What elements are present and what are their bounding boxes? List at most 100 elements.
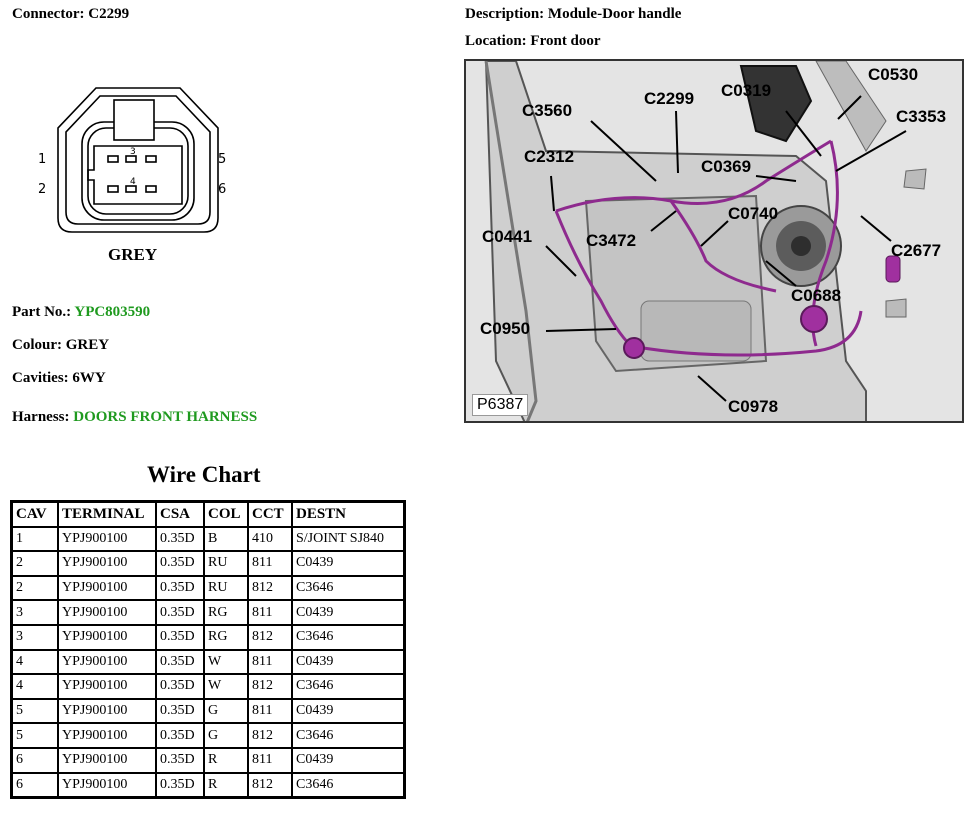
header-col: COL — [203, 500, 249, 528]
callout-c0530: C0530 — [868, 65, 919, 84]
pin-label-6: 6 — [218, 182, 226, 197]
cell-cct: 811 — [247, 697, 293, 725]
cell-terminal: YPJ900100 — [57, 722, 157, 749]
callout-c2299: C2299 — [644, 89, 695, 108]
header-cct: CCT — [247, 500, 293, 528]
location-value: Front door — [530, 33, 601, 49]
pin-label-5: 5 — [218, 152, 226, 167]
harness-link[interactable]: DOORS FRONT HARNESS — [73, 409, 258, 425]
header-destn: DESTN — [291, 500, 406, 528]
cell-col: RU — [203, 550, 249, 577]
cell-col: G — [203, 722, 249, 749]
connector-label: Connector: — [12, 6, 85, 22]
cell-col: RU — [203, 574, 249, 602]
cell-destn: C3646 — [291, 771, 406, 799]
cell-col: R — [203, 746, 249, 774]
cell-csa: 0.35D — [155, 599, 205, 626]
header-terminal: TERMINAL — [57, 500, 157, 528]
connector-value: C2299 — [88, 6, 130, 22]
cell-terminal: YPJ900100 — [57, 623, 157, 651]
connector-field: Connector: C2299 — [12, 6, 129, 23]
cell-csa: 0.35D — [155, 648, 205, 676]
callout-c0441: C0441 — [482, 227, 533, 246]
cell-terminal: YPJ900100 — [57, 550, 157, 577]
cell-destn: C3646 — [291, 673, 406, 700]
cell-csa: 0.35D — [155, 550, 205, 577]
cell-cav: 3 — [10, 599, 59, 626]
cell-destn: C0439 — [291, 599, 406, 626]
cell-cav: 2 — [10, 574, 59, 602]
cell-terminal: YPJ900100 — [57, 648, 157, 676]
cell-terminal: YPJ900100 — [57, 697, 157, 725]
cell-terminal: YPJ900100 — [57, 574, 157, 602]
colour-field: Colour: GREY — [12, 337, 109, 354]
cell-col: R — [203, 771, 249, 799]
cell-cav: 5 — [10, 697, 59, 725]
cell-csa: 0.35D — [155, 722, 205, 749]
description-value: Module-Door handle — [547, 6, 682, 22]
cell-destn: C0439 — [291, 648, 406, 676]
part-no-link[interactable]: YPC803590 — [74, 304, 151, 320]
location-label: Location: — [465, 33, 527, 49]
diagram-colour-text: GREY — [108, 245, 157, 264]
callout-c2677: C2677 — [891, 241, 942, 260]
connector-face-diagram: 1 2 3 4 5 6 GREY — [38, 87, 226, 264]
cell-cct: 811 — [247, 550, 293, 577]
harness-label: Harness: — [12, 409, 70, 425]
cell-terminal: YPJ900100 — [57, 673, 157, 700]
callout-c3472: C3472 — [586, 231, 637, 250]
cell-terminal: YPJ900100 — [57, 525, 157, 553]
cell-cav: 2 — [10, 550, 59, 577]
cell-cav: 4 — [10, 673, 59, 700]
cell-col: B — [203, 525, 249, 553]
cavities-field: Cavities: 6WY — [12, 370, 106, 387]
cavities-value: 6WY — [72, 370, 106, 386]
pin-label-3: 3 — [130, 147, 136, 157]
cell-csa: 0.35D — [155, 771, 205, 799]
header-cav: CAV — [10, 500, 59, 528]
cavities-label: Cavities: — [12, 370, 69, 386]
location-field: Location: Front door — [465, 33, 601, 50]
callout-c3560: C3560 — [522, 101, 573, 120]
cell-cct: 812 — [247, 673, 293, 700]
cell-cav: 3 — [10, 623, 59, 651]
cell-cct: 812 — [247, 623, 293, 651]
cell-terminal: YPJ900100 — [57, 599, 157, 626]
cell-csa: 0.35D — [155, 574, 205, 602]
harness-field: Harness: DOORS FRONT HARNESS — [12, 409, 257, 426]
callout-c0740: C0740 — [728, 204, 779, 223]
callout-c2312: C2312 — [524, 147, 575, 166]
cell-destn: C0439 — [291, 697, 406, 725]
cell-col: W — [203, 673, 249, 700]
callout-c0369: C0369 — [701, 157, 752, 176]
cell-destn: C0439 — [291, 746, 406, 774]
cell-cav: 5 — [10, 722, 59, 749]
door-location-photo: C0530 C0319 C2299 C3560 C3353 C2312 C036… — [464, 59, 964, 423]
callout-c0950: C0950 — [480, 319, 531, 338]
cell-cct: 811 — [247, 648, 293, 676]
photo-reference: P6387 — [472, 394, 529, 416]
wire-chart-title: Wire Chart — [147, 462, 261, 487]
callout-c3353: C3353 — [896, 107, 947, 126]
pin-label-1: 1 — [38, 152, 46, 167]
colour-value: GREY — [65, 337, 110, 353]
cell-cct: 811 — [247, 746, 293, 774]
header-csa: CSA — [155, 500, 205, 528]
cell-cav: 1 — [10, 525, 59, 553]
cell-csa: 0.35D — [155, 623, 205, 651]
callout-c0688: C0688 — [791, 286, 842, 305]
cell-csa: 0.35D — [155, 746, 205, 774]
table-header-row: CAV TERMINAL CSA COL CCT DESTN — [10, 500, 406, 528]
cell-csa: 0.35D — [155, 697, 205, 725]
cell-col: W — [203, 648, 249, 676]
